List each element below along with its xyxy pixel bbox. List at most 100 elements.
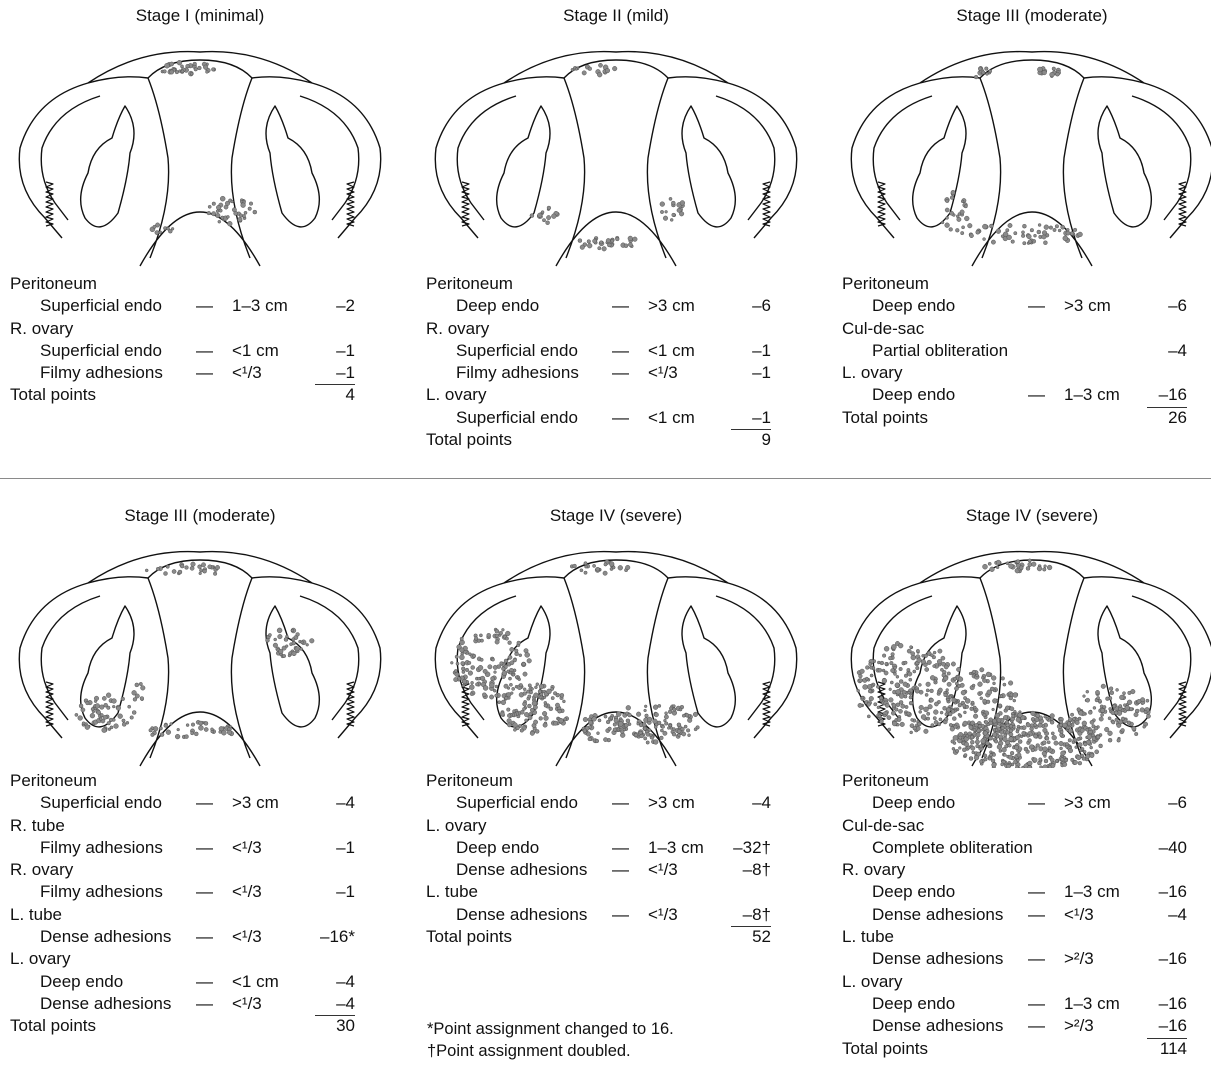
lesion-dot — [958, 747, 961, 750]
lesion-dot — [958, 213, 961, 216]
lesion-dot — [110, 726, 113, 729]
score-table: PeritoneumDeep endo—>3 cm–6R. ovarySuper… — [416, 273, 816, 451]
lesion-dot — [1033, 734, 1037, 738]
lesion-dot — [888, 728, 891, 731]
points-value: –6 — [752, 295, 771, 317]
dash-separator: — — [612, 859, 629, 881]
lesion-dot — [974, 755, 979, 760]
lesion-dot — [643, 727, 647, 731]
finding-label: Deep endo — [456, 295, 539, 317]
lesion-dot — [907, 712, 911, 716]
lesion-dot — [945, 713, 948, 716]
lesion-dot — [477, 677, 480, 680]
score-row: L. ovary — [832, 971, 1211, 993]
lesion-dot — [504, 684, 508, 688]
lesion-dot — [454, 669, 457, 672]
panel-title: Stage III (moderate) — [0, 506, 400, 526]
lesion-dot — [471, 681, 474, 684]
lesion-dot — [575, 68, 578, 71]
score-row: L. tube — [416, 881, 816, 903]
extent-value: <¹/3 — [232, 926, 262, 948]
lesion-dot — [1075, 746, 1078, 749]
lesion-dot — [909, 701, 913, 705]
lesion-dot — [112, 705, 115, 708]
lesion-dot — [1090, 746, 1093, 749]
lesion-dot — [491, 658, 494, 661]
lesion-dot — [918, 683, 921, 686]
lesion-dot — [530, 731, 534, 735]
points-value: –8† — [743, 859, 771, 881]
lesion-dot — [171, 227, 174, 230]
lesion-dot — [952, 698, 957, 703]
score-row: Superficial endo—1–3 cm–2 — [0, 295, 400, 317]
lesion-dot — [948, 712, 952, 716]
lesion-dot — [1019, 566, 1023, 570]
score-row: Deep endo—1–3 cm–32† — [416, 837, 816, 859]
lesion-dot — [562, 700, 565, 703]
lesion-dot — [965, 705, 969, 709]
lesion-dot — [268, 633, 271, 636]
lesion-dot — [216, 210, 219, 213]
lesion-dot — [1119, 695, 1124, 700]
lesion-dot — [1127, 700, 1132, 705]
lesion-dot — [664, 722, 668, 726]
lesion-dot — [877, 661, 880, 664]
lesion-dot — [615, 237, 619, 241]
lesion-dot — [1042, 231, 1047, 236]
lesion-dot — [1021, 234, 1025, 238]
lesion-dot — [1031, 749, 1034, 752]
site-label: Peritoneum — [426, 770, 513, 792]
finding-label: Deep endo — [872, 792, 955, 814]
score-row: R. ovary — [832, 859, 1211, 881]
lesion-dot — [1011, 240, 1015, 244]
lesion-dot — [925, 667, 929, 671]
lesion-dot — [103, 715, 107, 719]
lesion-dot — [126, 721, 129, 724]
lesion-dot — [1051, 732, 1054, 735]
lesion-dot — [600, 241, 603, 244]
extent-value: <1 cm — [232, 340, 279, 362]
site-label: L. ovary — [842, 971, 902, 993]
lesion-dot — [164, 572, 168, 576]
points-value: –4 — [336, 792, 355, 814]
score-row: Complete obliteration–40 — [832, 837, 1211, 859]
lesion-dot — [961, 690, 966, 695]
lesion-dot — [882, 678, 887, 683]
lesion-dot — [1009, 737, 1014, 742]
lesion-dot — [1004, 734, 1007, 737]
footnotes: *Point assignment changed to 16. †Point … — [427, 1018, 674, 1062]
lesion-dot — [1083, 750, 1086, 753]
lesion-dot — [687, 718, 692, 723]
lesion-dot — [1038, 735, 1042, 739]
lesion-dot — [1099, 744, 1103, 748]
total-row: Total points4 — [0, 384, 400, 406]
extent-value: <¹/3 — [232, 993, 262, 1015]
dash-separator: — — [196, 340, 213, 362]
lesion-dot — [508, 655, 512, 659]
lesion-dot — [292, 651, 297, 656]
points-value: –16* — [320, 926, 355, 948]
lesion-dot — [1143, 725, 1146, 728]
right-ovary-outline — [913, 106, 966, 227]
site-label: L. tube — [426, 881, 478, 903]
lesion-dot — [618, 565, 623, 570]
lesion-dot — [992, 708, 995, 711]
lesion-dot — [1047, 565, 1052, 570]
lesion-dot — [229, 725, 232, 728]
lesion-dot — [892, 703, 896, 707]
lesion-dot — [970, 736, 974, 740]
lesion-dot — [589, 715, 593, 719]
lesion-dot — [951, 190, 955, 194]
lesion-dot — [867, 715, 870, 718]
lesion-dot — [915, 689, 919, 693]
lesion-dot — [520, 729, 524, 733]
lesion-dot — [969, 672, 972, 675]
lesion-dot — [512, 687, 515, 690]
score-row: Deep endo—1–3 cm–16 — [832, 384, 1211, 406]
lesion-dot — [306, 643, 309, 646]
lesion-dot — [513, 728, 516, 731]
lesion-dot — [877, 706, 880, 709]
lesion-dot — [588, 721, 592, 725]
lesion-dot — [971, 746, 975, 750]
dash-separator: — — [196, 993, 213, 1015]
